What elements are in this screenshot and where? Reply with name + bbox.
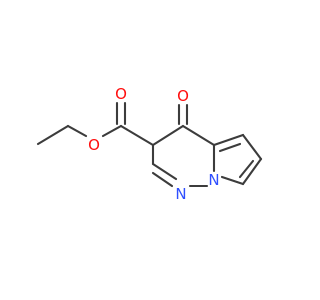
bond-c4a-c5 — [212, 133, 245, 147]
bond-c4-c4a — [181, 124, 216, 147]
atom-n-imine: N — [175, 185, 186, 203]
bond-c7-n-bridge — [220, 175, 245, 186]
bond-c5-c6 — [241, 133, 263, 161]
atom-o-ester: O — [88, 136, 100, 154]
bond-n-imine-c2-a — [151, 162, 178, 181]
structure-canvas: O O O N N — [36, 85, 263, 203]
molecule-diagram: O O O N N — [36, 85, 263, 203]
bond-c3-c4 — [151, 124, 185, 147]
bond-c6-c7-inner — [238, 159, 255, 179]
bond-o-ester-c-carbonyl — [101, 124, 123, 138]
atom-o-ketone: O — [177, 87, 189, 105]
bond-ch3-ch2 — [36, 124, 70, 146]
atom-o-carbonyl: O — [115, 85, 127, 103]
bond-c6-c7 — [241, 157, 263, 186]
bond-ch2-o-ester — [66, 124, 88, 138]
bond-c-carbonyl-c3 — [119, 124, 155, 147]
bond-n-imine-c2-b — [151, 171, 174, 188]
bond-c4a-c5-inner — [218, 142, 242, 153]
atom-n-bridge: N — [208, 171, 219, 189]
